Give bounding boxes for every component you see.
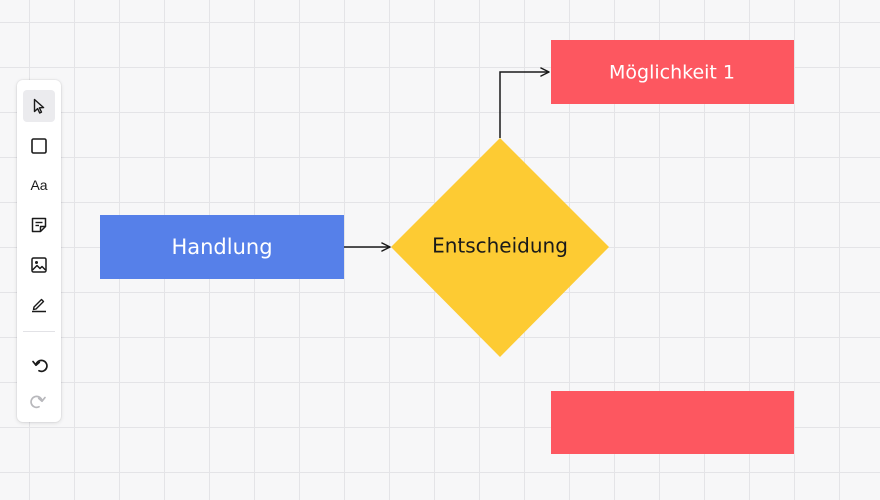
toolbar: Aa <box>17 80 61 422</box>
image-icon <box>30 256 48 274</box>
image-tool-button[interactable] <box>23 249 55 281</box>
square-icon <box>30 137 48 155</box>
pen-tool-button[interactable] <box>23 288 55 320</box>
redo-icon <box>30 392 48 410</box>
select-tool-button[interactable] <box>23 90 55 122</box>
node-decision-shape <box>391 138 609 357</box>
toolbar-divider <box>23 331 55 332</box>
pen-icon <box>30 295 48 313</box>
redo-button[interactable] <box>23 385 55 417</box>
node-option-1-shape <box>551 40 794 104</box>
shape-tool-button[interactable] <box>23 130 55 162</box>
undo-icon <box>30 356 48 374</box>
node-option-1[interactable]: Möglichkeit 1 <box>551 40 794 104</box>
text-tool-button[interactable]: Aa <box>23 169 55 201</box>
cursor-icon <box>30 97 48 115</box>
node-option-2[interactable] <box>551 391 794 454</box>
node-action[interactable]: Handlung <box>100 215 344 279</box>
text-icon: Aa <box>30 177 48 193</box>
node-decision[interactable]: Entscheidung <box>391 138 609 357</box>
sticky-note-tool-button[interactable] <box>23 209 55 241</box>
connector-decision-to-option1[interactable] <box>499 67 550 138</box>
sticky-note-icon <box>30 216 48 234</box>
node-option-1-label: Möglichkeit 1 <box>609 62 735 84</box>
node-option-2-shape <box>551 391 794 454</box>
node-decision-label: Entscheidung <box>432 234 568 258</box>
node-action-shape <box>100 215 344 279</box>
node-action-label: Handlung <box>171 235 272 259</box>
undo-button[interactable] <box>23 349 55 381</box>
